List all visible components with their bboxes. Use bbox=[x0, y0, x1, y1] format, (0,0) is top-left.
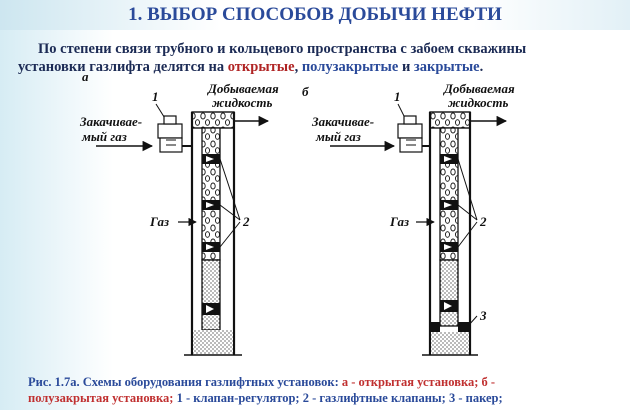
intro-line-2-text: установки газлифта делятся на bbox=[18, 59, 228, 75]
caption-part-2: а - открытая установка; б - bbox=[341, 375, 496, 389]
sep-1: , bbox=[294, 59, 302, 75]
diagram-b-gas-in-2: мый газ bbox=[315, 129, 361, 144]
diagram-a-leader-2c bbox=[219, 221, 241, 248]
intro-line-1: По степени связи трубного и кольцевого п… bbox=[38, 41, 527, 57]
diagram-b-gas-label: Газ bbox=[389, 214, 409, 229]
diagram-a-regulator-valve bbox=[157, 115, 192, 153]
diagram-b-packer bbox=[431, 322, 469, 332]
term-semi: полузакрытые bbox=[301, 59, 399, 75]
diagram-b-label-2: 2 bbox=[479, 214, 487, 229]
intro-end: . bbox=[479, 59, 484, 75]
intro-line-2: установки газлифта делятся на открытые, … bbox=[18, 58, 618, 76]
diagram-b-label-3: 3 bbox=[479, 308, 487, 323]
diagram-a-bottom-liquid bbox=[193, 330, 233, 355]
diagram-b-label-1: 1 bbox=[394, 89, 401, 104]
diagram-a-tubing-liquid bbox=[201, 259, 221, 331]
diagram-b-wellhead bbox=[429, 111, 471, 129]
diagram-b-letter: б bbox=[302, 84, 309, 99]
diagram-a-tubing-mixture bbox=[201, 127, 221, 261]
diagram-a-gas-label: Газ bbox=[149, 214, 169, 229]
diagram-a-letter: а bbox=[82, 69, 89, 84]
diagram-b: б 1 Закачивае- мый газ Добываемая жидкос… bbox=[302, 81, 515, 356]
diagram-b-tubing-liquid bbox=[439, 259, 459, 327]
diagram-a-gas-in-2: мый газ bbox=[81, 129, 127, 144]
figure-caption: Рис. 1.7а. Схемы оборудования газлифтных… bbox=[28, 374, 618, 406]
diagram-a-fluid-2: жидкость bbox=[212, 95, 273, 110]
diagram-b-gas-in-1: Закачивае- bbox=[311, 114, 374, 129]
diagram-a-leader-2b bbox=[219, 204, 241, 221]
diagram-b-leader-2c bbox=[457, 221, 478, 248]
intro-text: По степени связи трубного и кольцевого п… bbox=[18, 40, 618, 76]
term-open: открытые bbox=[227, 59, 295, 75]
header-band bbox=[0, 0, 630, 30]
diagram-b-regulator-valve bbox=[397, 115, 430, 153]
diagram-b-fluid-2: жидкость bbox=[448, 95, 509, 110]
and-word: и bbox=[398, 59, 414, 75]
diagram-b-fluid-1: Добываемая bbox=[443, 81, 515, 96]
diagram-b-bottom-liquid bbox=[431, 332, 469, 355]
diagram-a-label-2: 2 bbox=[242, 214, 250, 229]
diagram-b-gaslift-valves bbox=[440, 154, 458, 312]
diagram-b-leader-3 bbox=[467, 315, 478, 327]
diagram-a-wellhead bbox=[191, 111, 235, 129]
diagram-a-leader-2a bbox=[219, 158, 241, 221]
diagram-b-leader-2b bbox=[457, 204, 478, 221]
diagram-a-label-1: 1 bbox=[152, 89, 159, 104]
caption-part-1: Рис. 1.7а. Схемы оборудования газлифтных… bbox=[28, 375, 342, 389]
diagram-b-tubing-mixture bbox=[439, 127, 459, 261]
diagram-a-gaslift-valves bbox=[202, 154, 220, 315]
diagram-a: а 1 Закачивае- мый газ Добываемая жидкос… bbox=[79, 69, 279, 356]
term-closed: закрытые bbox=[413, 59, 480, 75]
diagram-a-fluid-1: Добываемая bbox=[207, 81, 279, 96]
caption-part-4: 1 - клапан-регулятор; 2 - газлифтные кла… bbox=[173, 391, 503, 405]
diagram-a-gas-in-1: Закачивае- bbox=[79, 114, 142, 129]
diagram-b-leader-2a bbox=[457, 158, 478, 221]
page-title: 1. ВЫБОР СПОСОБОВ ДОБЫЧИ НЕФТИ bbox=[128, 4, 502, 25]
caption-part-3: полузакрытая установка; bbox=[28, 391, 174, 405]
